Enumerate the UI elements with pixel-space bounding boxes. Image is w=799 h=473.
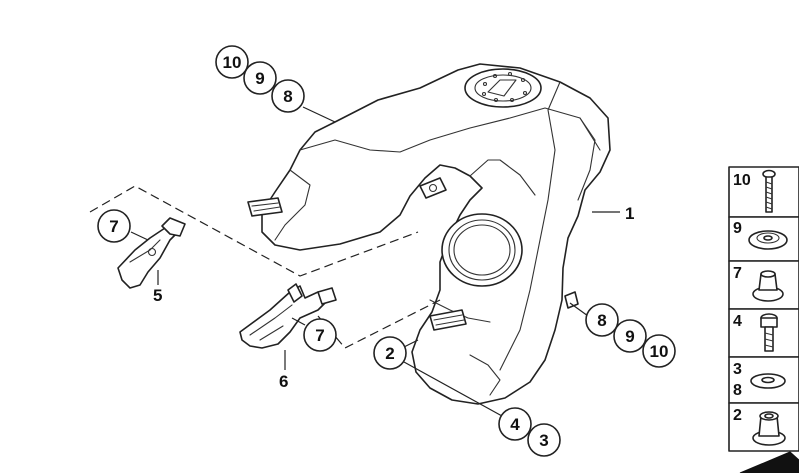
panel-label-9: 9 xyxy=(733,220,742,237)
bracket-5 xyxy=(117,217,186,289)
callout-7-left-text: 7 xyxy=(109,217,118,236)
callout-9-right-text: 9 xyxy=(625,327,634,346)
callout-7-left: 7 xyxy=(97,209,131,243)
panel-label-7: 7 xyxy=(733,265,742,282)
callout-10-top: 10 xyxy=(215,45,249,79)
callout-2-text: 2 xyxy=(385,344,394,363)
bolt-icon xyxy=(760,313,778,352)
panel-label-2: 2 xyxy=(733,407,742,424)
panel-label-3: 3 xyxy=(733,361,742,378)
callout-3: 3 xyxy=(527,423,561,457)
callout-8-right-text: 8 xyxy=(597,311,606,330)
label-tank: 1 xyxy=(625,204,634,223)
flat-washer-icon xyxy=(750,373,786,389)
callout-9-top-text: 9 xyxy=(255,69,264,88)
callout-10-right: 10 xyxy=(642,334,676,368)
panel-label-10: 10 xyxy=(733,172,751,189)
washer-icon xyxy=(748,230,788,250)
leader-7-mid xyxy=(291,317,306,326)
callout-8-top-text: 8 xyxy=(283,87,292,106)
label-bracket-5: 5 xyxy=(153,286,162,305)
callout-8-right: 8 xyxy=(585,303,619,337)
callout-4-text: 4 xyxy=(510,415,520,434)
callout-9-top: 9 xyxy=(243,61,277,95)
callout-4: 4 xyxy=(498,407,532,441)
panel-arrow-icon xyxy=(739,451,799,473)
callout-10-top-text: 10 xyxy=(223,53,242,72)
callout-7-mid-text: 7 xyxy=(315,326,324,345)
leader-8-right xyxy=(569,302,589,317)
leader-4 xyxy=(403,361,503,417)
callout-9-right: 9 xyxy=(613,319,647,353)
callout-3-text: 3 xyxy=(539,431,548,450)
bracket-6 xyxy=(239,283,337,349)
panel-label-4: 4 xyxy=(733,313,742,330)
dashed-line-bracket-5 xyxy=(89,185,419,277)
dashed-line-bracket-6 xyxy=(317,299,441,349)
grommet-icon xyxy=(752,270,784,302)
fuel-tank xyxy=(247,63,611,405)
leader-7-left xyxy=(130,231,149,241)
label-bracket-6: 6 xyxy=(279,372,288,391)
callout-8-top: 8 xyxy=(271,79,305,113)
panel-label-8: 8 xyxy=(733,382,742,399)
callout-2: 2 xyxy=(373,336,407,370)
screw-icon xyxy=(762,169,776,213)
rubber-mount-icon xyxy=(752,411,786,446)
leader-2 xyxy=(403,339,419,348)
hardware-panel: 10 9 7 4 3 xyxy=(728,166,799,473)
callout-10-right-text: 10 xyxy=(650,342,669,361)
leader-8-top xyxy=(302,106,336,123)
callout-7-mid: 7 xyxy=(303,318,337,352)
